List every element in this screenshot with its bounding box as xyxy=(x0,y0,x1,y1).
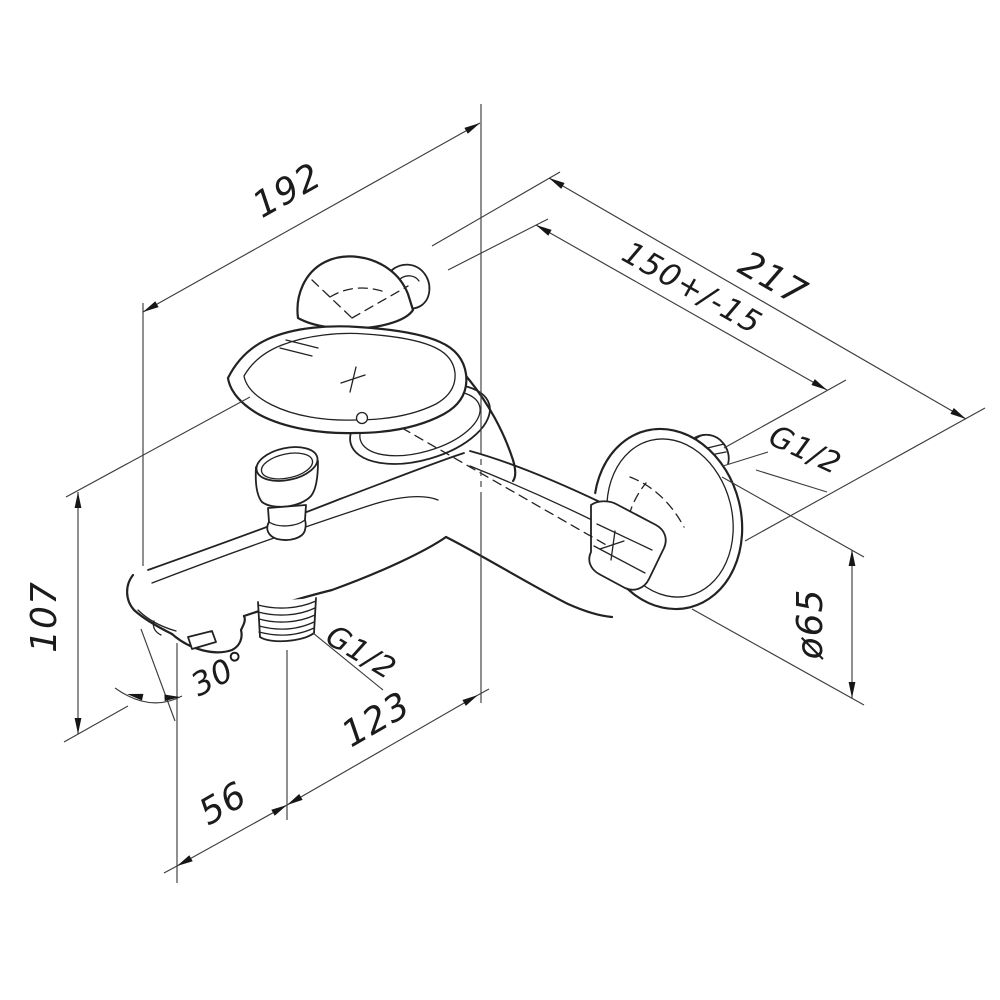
faucet-artwork xyxy=(126,255,744,654)
spout-aerator-notch xyxy=(187,630,217,650)
faucet-body xyxy=(126,450,627,654)
center-axis-lines xyxy=(401,427,625,561)
dim-107-label: 107 xyxy=(24,581,65,653)
connection-nut xyxy=(588,500,667,591)
wall-thread-label: G1/2 xyxy=(763,419,846,483)
cartridge-dome xyxy=(296,255,415,330)
dimension-lines xyxy=(77,122,967,867)
dim-150-label: 150+/-15 xyxy=(616,235,768,342)
handle-dot-marker xyxy=(355,411,369,425)
dim-line-123 xyxy=(286,694,479,806)
dim-123-label: 123 xyxy=(335,684,418,755)
leader-lines xyxy=(312,451,828,691)
dim-line-192 xyxy=(142,122,481,313)
dim-line-217 xyxy=(548,177,967,420)
extension-lines xyxy=(63,104,986,883)
diverter-knob xyxy=(254,446,319,541)
shower-outlet-thread xyxy=(257,597,317,643)
shower-thread-label: G1/2 xyxy=(320,618,403,687)
spout-angle-label: 30° xyxy=(185,642,256,704)
flange-diameter-label: ø65 xyxy=(790,589,831,661)
dim-line-56 xyxy=(176,804,288,867)
shower-thread-leader xyxy=(312,632,384,691)
wall-thread-leader-a xyxy=(722,451,769,467)
lever-handle xyxy=(226,325,468,435)
dim-56-label: 56 xyxy=(192,774,254,833)
dimension-arrowheads xyxy=(74,123,966,866)
dim-line-150 xyxy=(535,224,828,391)
dim-192-label: 192 xyxy=(246,155,329,226)
wall-thread-leader-b xyxy=(755,469,828,493)
angle-arc-30 xyxy=(114,687,183,704)
